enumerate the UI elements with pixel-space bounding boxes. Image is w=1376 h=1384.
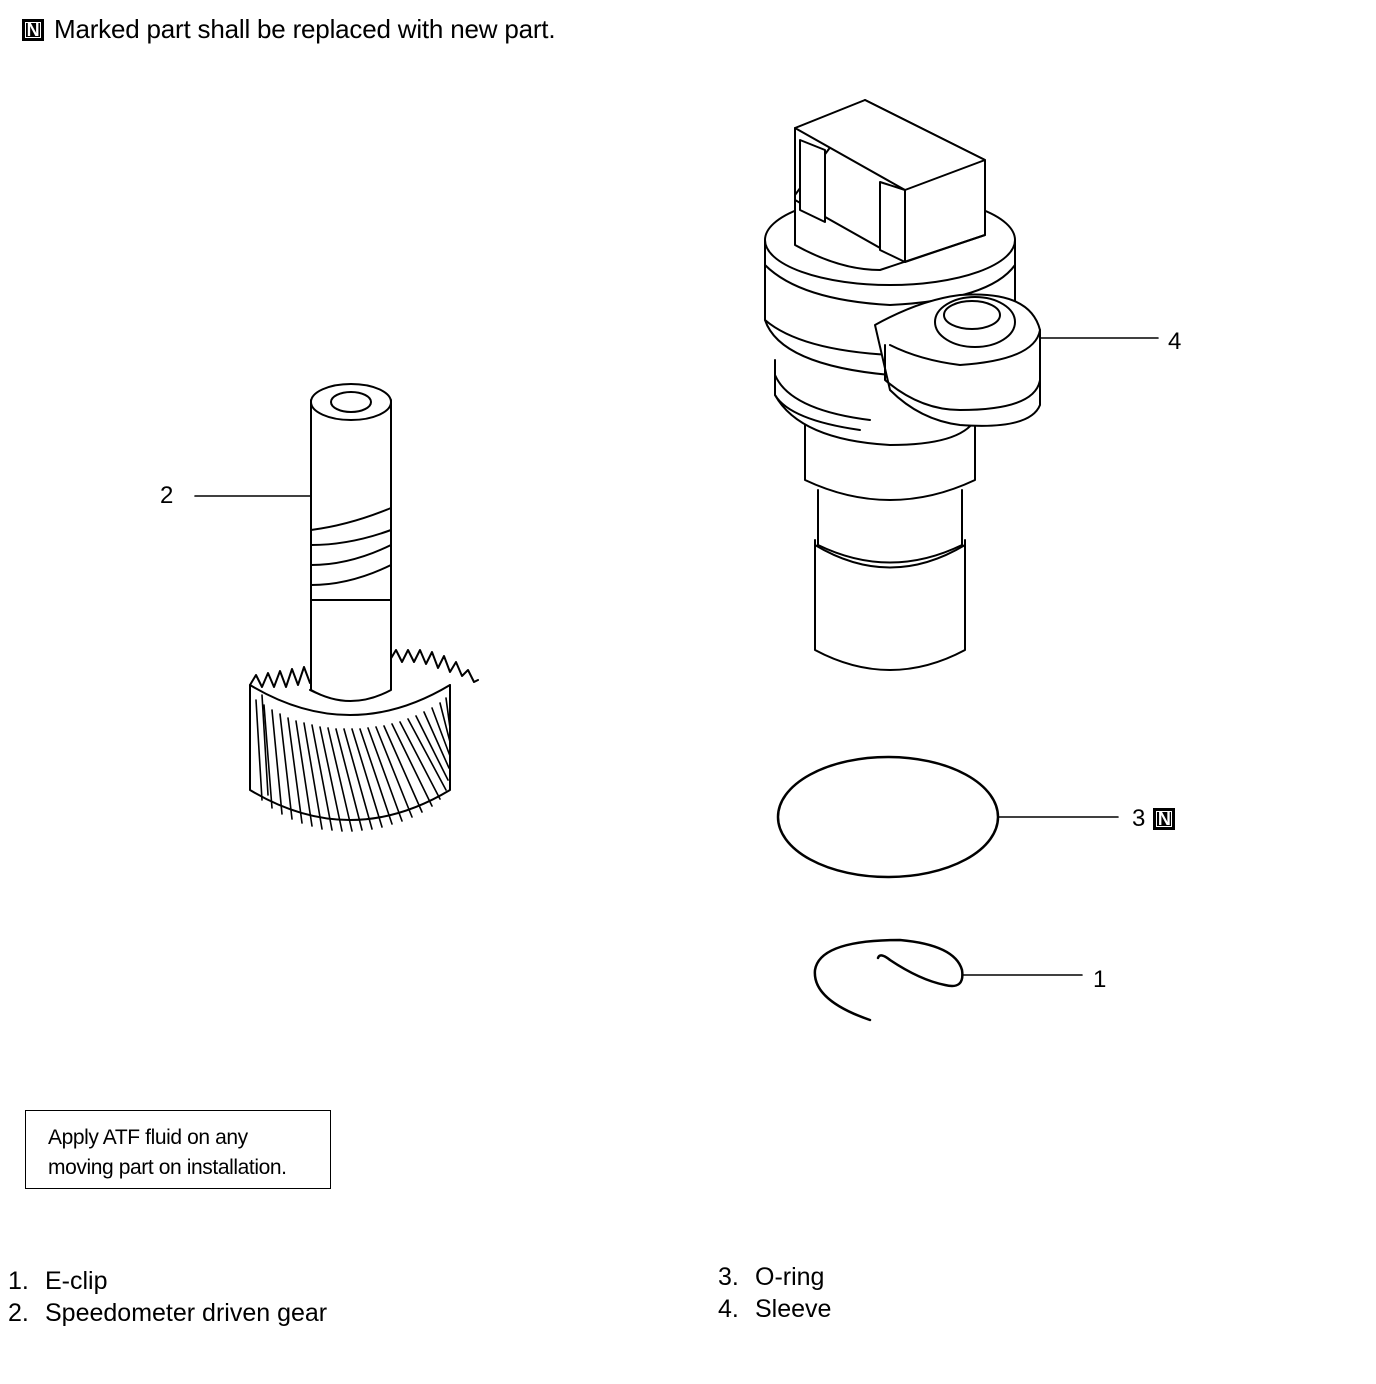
legend-item: 3. O-ring [718,1263,825,1291]
callout-3: 3 N [1132,805,1176,833]
callout-4: 4 [1168,328,1182,355]
callout-2: 2 [160,482,174,509]
header-note: N Marked part shall be replaced with new… [22,14,556,45]
legend-item: 2. Speedometer driven gear [8,1299,328,1327]
speedometer-driven-gear-drawing [194,383,479,832]
note-line-2: moving part on installation. [48,1156,287,1179]
legend-right: 3. O-ring 4. Sleeve [718,1261,831,1325]
new-part-badge-icon: N [1153,808,1176,830]
sleeve-drawing [764,99,1159,671]
note-line-1: Apply ATF fluid on any [48,1126,248,1149]
header-text: Marked part shall be replaced with new p… [54,14,556,44]
legend-item: 1. E-clip [8,1267,108,1295]
callout-1: 1 [1093,966,1107,993]
legend-item: 4. Sleeve [718,1295,832,1323]
e-clip-drawing [813,938,1083,1022]
legend-left: 1. E-clip 2. Speedometer driven gear [8,1265,327,1329]
o-ring-drawing [776,755,1119,879]
gear-teeth-hatching [255,694,451,832]
new-part-badge-icon: N [22,18,44,41]
atf-note-box: Apply ATF fluid on any moving part on in… [25,1110,331,1189]
